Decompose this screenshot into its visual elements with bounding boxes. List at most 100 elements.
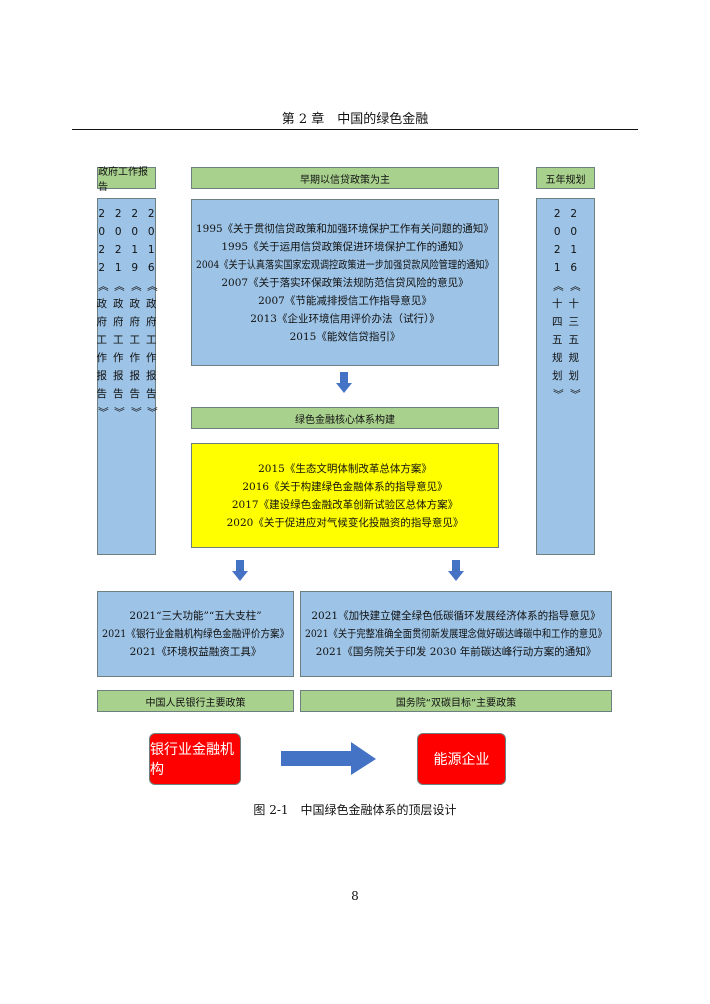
- vertical-char: 告: [113, 388, 124, 400]
- vertical-char: 府: [129, 316, 141, 328]
- vertical-char: 2: [570, 208, 578, 220]
- vertical-char: 《: [112, 280, 125, 292]
- policy-item: 1995《关于运用信贷政策促进环境保护工作的通知》: [221, 240, 469, 253]
- state-council-label: 国务院“双碳目标”主要政策: [300, 690, 612, 712]
- energy-enterprises-box: 能源企业: [417, 733, 506, 785]
- vertical-char: 政: [146, 298, 157, 310]
- vertical-char: 作: [113, 352, 124, 364]
- vertical-char: 6: [570, 262, 578, 274]
- policy-item: 2021《国务院关于印发 2030 年前碳达峰行动方案的通知》: [315, 646, 597, 658]
- vertical-char: 三: [568, 316, 580, 328]
- vertical-char: 》: [95, 406, 108, 418]
- policy-item: 2021《加快建立健全绿色低碳循环发展经济体系的指导意见》: [311, 610, 601, 622]
- arrow-down-icon: [448, 560, 464, 581]
- policy-item: 2017《建设绿色金融改革创新试验区总体方案》: [231, 498, 459, 511]
- figure-caption: 图 2-1 中国绿色金融体系的顶层设计: [253, 803, 457, 817]
- vertical-char: 府: [146, 316, 157, 328]
- policy-item: 2021《关于完整准确全面贯彻新发展理念做好碳达峰碳中和工作的意见》: [305, 628, 607, 640]
- vertical-char: 0: [553, 226, 561, 238]
- policy-item: 2013《企业环境信用评价办法（试行）》: [250, 312, 440, 325]
- policy-item: 2015《能效信贷指引》: [289, 330, 401, 343]
- vertical-char: 工: [96, 334, 108, 346]
- center-header: 早期以信贷政策为主: [191, 167, 499, 189]
- vertical-char: 十: [552, 298, 563, 310]
- vertical-char: 报: [146, 370, 157, 382]
- vertical-char: 1: [147, 244, 155, 256]
- vertical-char: 政: [113, 298, 124, 310]
- page-number: 8: [351, 889, 359, 903]
- vertical-char: 报: [129, 370, 141, 382]
- vertical-char: 五: [568, 334, 580, 346]
- vertical-char: 规: [552, 352, 563, 364]
- vertical-char: 政: [129, 298, 141, 310]
- core-header: 绿色金融核心体系构建: [191, 407, 499, 429]
- vertical-char: 《: [551, 280, 564, 292]
- policy-item: 2015《生态文明体制改革总体方案》: [258, 462, 432, 475]
- vertical-char: 》: [112, 406, 125, 418]
- right-header: 五年规划: [536, 167, 595, 189]
- vertical-char: 规: [568, 352, 580, 364]
- header-rule: [72, 129, 638, 130]
- bank-institutions-box: 银行业金融机构: [149, 733, 241, 785]
- vertical-char: 划: [568, 370, 580, 382]
- vertical-char: 》: [145, 406, 158, 418]
- vertical-char: 《: [567, 280, 580, 292]
- policy-item: 2021《环境权益融资工具》: [129, 646, 262, 658]
- policy-item: 2021“三大功能”“五大支柱”: [129, 610, 262, 622]
- vertical-char: 五: [552, 334, 563, 346]
- vertical-char: 2: [553, 208, 561, 220]
- vertical-char: 1: [553, 262, 561, 274]
- policy-item: 2016《关于构建绿色金融体系的指导意见》: [242, 480, 448, 493]
- core-policies-box: 2015《生态文明体制改革总体方案》 2016《关于构建绿色金融体系的指导意见》 2…: [191, 443, 499, 548]
- vertical-char: 告: [96, 388, 108, 400]
- policy-item: 2007《关于落实环保政策法规防范信贷风险的意见》: [221, 276, 469, 289]
- vertical-char: 报: [96, 370, 108, 382]
- vertical-char: 告: [146, 388, 157, 400]
- vertical-char: 告: [129, 388, 141, 400]
- vertical-char: 工: [113, 334, 124, 346]
- vertical-char: 6: [147, 262, 155, 274]
- state-council-policies-box: 2021《加快建立健全绿色低碳循环发展经济体系的指导意见》 2021《关于完整准确…: [300, 591, 612, 677]
- vertical-char: 》: [128, 406, 141, 418]
- policy-item: 2007《节能减排授信工作指导意见》: [258, 294, 432, 307]
- vertical-char: 0: [131, 226, 139, 238]
- arrow-down-icon: [336, 372, 352, 393]
- pboc-label: 中国人民银行主要政策: [97, 690, 294, 712]
- vertical-char: 2: [131, 208, 139, 220]
- vertical-char: 2: [114, 244, 122, 256]
- chapter-title: 第 2 章 中国的绿色金融: [281, 112, 429, 127]
- vertical-char: 0: [147, 226, 155, 238]
- early-policies-box: 1995《关于贯彻信贷政策和加强环境保护工作有关问题的通知》1995《关于运用信…: [191, 199, 499, 366]
- vertical-char: 2: [98, 262, 106, 274]
- vertical-char: 9: [131, 262, 139, 274]
- vertical-char: 《: [128, 280, 141, 292]
- vertical-char: 2: [98, 208, 106, 220]
- vertical-char: 工: [129, 334, 141, 346]
- policy-item: 2021《银行业金融机构绿色金融评价方案》: [101, 628, 290, 640]
- policy-item: 2004《关于认真落实国家宏观调控政策进一步加强贷款风险管理的通知》: [196, 258, 494, 271]
- vertical-char: 府: [96, 316, 108, 328]
- vertical-char: 》: [567, 388, 580, 400]
- vertical-char: 2: [114, 208, 122, 220]
- vertical-char: 十: [568, 298, 580, 310]
- policy-item: 2020《关于促进应对气候变化投融资的指导意见》: [226, 516, 464, 529]
- vertical-char: 府: [113, 316, 124, 328]
- vertical-char: 》: [551, 388, 564, 400]
- vertical-char: 作: [146, 352, 157, 364]
- vertical-char: 政: [96, 298, 108, 310]
- vertical-char: 作: [129, 352, 141, 364]
- vertical-char: 2: [98, 244, 106, 256]
- vertical-char: 《: [145, 280, 158, 292]
- pboc-policies-box: 2021“三大功能”“五大支柱” 2021《银行业金融机构绿色金融评价方案》 202…: [97, 591, 294, 677]
- vertical-char: 1: [114, 262, 122, 274]
- arrow-right-icon: [281, 742, 376, 775]
- vertical-char: 2: [147, 208, 155, 220]
